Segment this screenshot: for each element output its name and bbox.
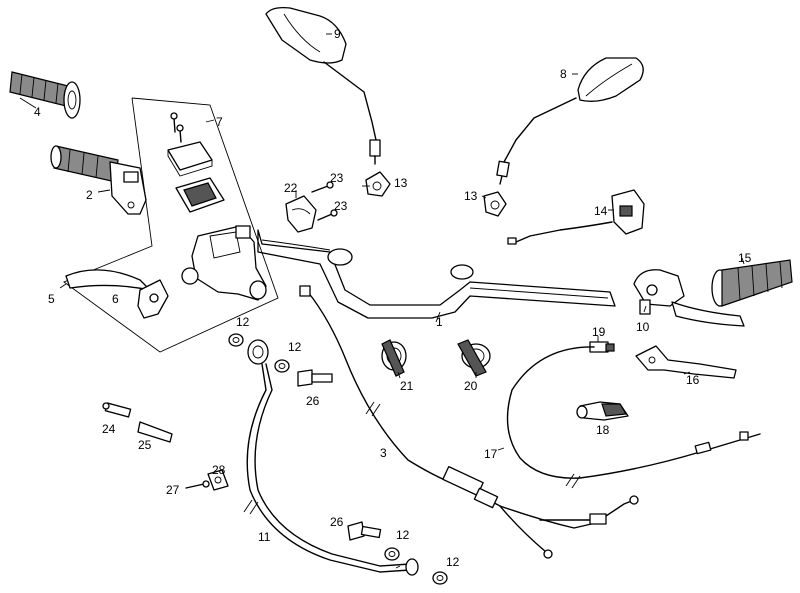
callout-16: 16 bbox=[686, 373, 700, 387]
master-cylinder-group bbox=[63, 97, 279, 353]
callout-12-c: 12 bbox=[396, 528, 410, 542]
callout-14: 14 bbox=[594, 204, 608, 218]
handlebar bbox=[257, 229, 616, 319]
lever-bracket bbox=[137, 279, 169, 319]
callout-20: 20 bbox=[464, 379, 478, 393]
callout-4: 4 bbox=[34, 105, 41, 119]
washer bbox=[274, 359, 290, 373]
callout-17: 17 bbox=[484, 447, 498, 461]
callout-6: 6 bbox=[112, 292, 119, 306]
callout-11: 11 bbox=[258, 530, 271, 544]
mirror-clamp-left bbox=[365, 171, 391, 197]
callout-12-b: 12 bbox=[288, 340, 302, 354]
banjo-bolt bbox=[347, 521, 382, 541]
bullet-connector bbox=[137, 421, 173, 443]
callout-23-b: 23 bbox=[334, 199, 348, 213]
handlebar-clamp bbox=[285, 195, 317, 233]
callout-13-b: 13 bbox=[464, 189, 478, 203]
callout-12-a: 12 bbox=[236, 315, 250, 329]
cable-tie-20 bbox=[457, 339, 491, 377]
callout-9: 9 bbox=[334, 27, 341, 41]
callout-26-a: 26 bbox=[306, 394, 320, 408]
callout-1: 1 bbox=[436, 315, 443, 329]
callout-21: 21 bbox=[400, 379, 414, 393]
washer bbox=[384, 547, 400, 561]
banjo-bolt bbox=[297, 369, 333, 387]
clamp-bolts bbox=[311, 181, 338, 221]
callout-26-b: 26 bbox=[330, 515, 344, 529]
brake-lever bbox=[65, 269, 151, 291]
leader-lines bbox=[19, 33, 745, 569]
washer bbox=[228, 333, 244, 347]
callout-25: 25 bbox=[138, 438, 152, 452]
callout-27: 27 bbox=[166, 483, 180, 497]
mirror-left bbox=[265, 6, 381, 165]
callout-19: 19 bbox=[592, 325, 606, 339]
throttle-cable bbox=[299, 285, 639, 559]
brake-light-switch bbox=[507, 189, 645, 245]
callout-18: 18 bbox=[596, 423, 610, 437]
lever-cover bbox=[576, 401, 629, 421]
clutch-lever bbox=[635, 345, 737, 379]
callout-5: 5 bbox=[48, 292, 55, 306]
right-grip bbox=[711, 259, 793, 307]
hose-clip bbox=[207, 469, 229, 491]
clutch-cable bbox=[506, 346, 761, 489]
cable-tie-21 bbox=[381, 339, 407, 377]
callout-8: 8 bbox=[560, 67, 567, 81]
callout-24: 24 bbox=[102, 422, 116, 436]
left-grip bbox=[9, 71, 81, 119]
callout-23-a: 23 bbox=[330, 171, 344, 185]
switch-plug bbox=[102, 402, 132, 418]
callout-labels: 1 2 3 4 5 6 7 8 9 10 11 12 12 12 12 13 1… bbox=[34, 27, 752, 569]
callout-28: 28 bbox=[212, 463, 226, 477]
callout-3: 3 bbox=[380, 446, 387, 460]
mirror-clamp-right bbox=[483, 191, 507, 217]
callout-13-a: 13 bbox=[394, 176, 408, 190]
callout-12-d: 12 bbox=[446, 555, 460, 569]
throttle-grip bbox=[50, 145, 147, 215]
callout-22: 22 bbox=[284, 181, 298, 195]
washer bbox=[432, 571, 448, 585]
brake-hose bbox=[243, 339, 419, 576]
screw bbox=[185, 480, 210, 489]
callout-2: 2 bbox=[86, 188, 93, 202]
right-switch-housing bbox=[633, 269, 745, 327]
callout-15: 15 bbox=[738, 251, 752, 265]
callout-10: 10 bbox=[636, 320, 650, 334]
mirror-right bbox=[496, 57, 644, 185]
callout-7: 7 bbox=[216, 115, 223, 129]
